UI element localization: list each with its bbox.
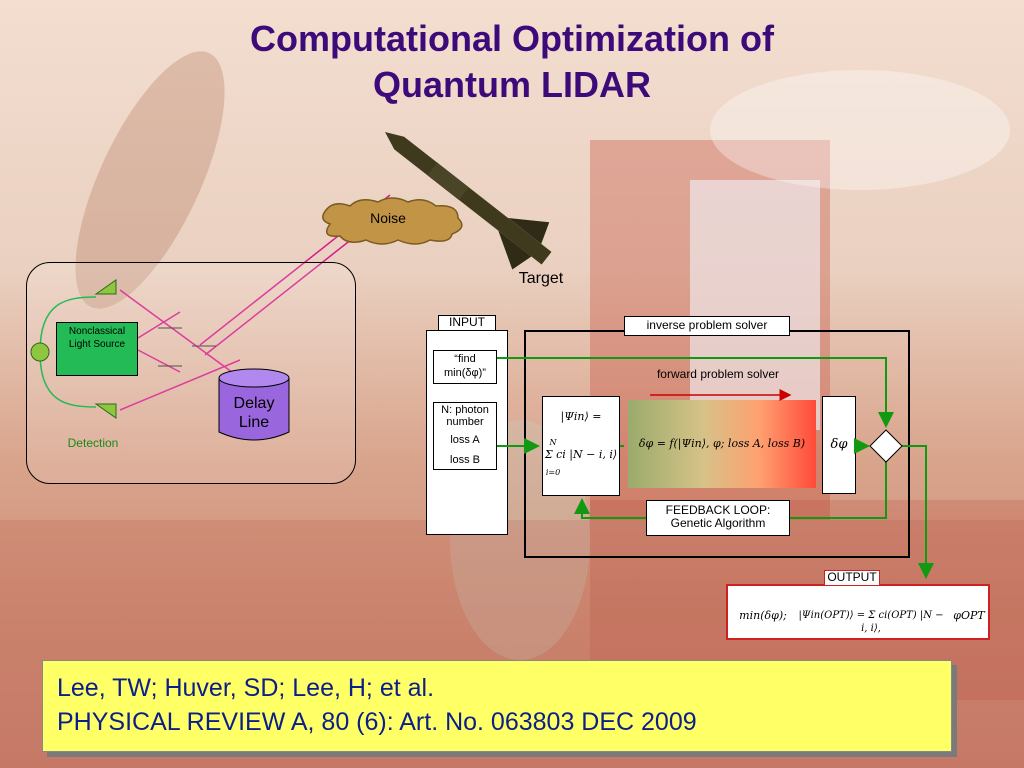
citation-box: Lee, TW; Huver, SD; Lee, H; et al. PHYSI… [42,660,952,752]
mirror-icon [94,279,117,295]
inverse-solver-header [624,316,790,336]
citation-line-2: PHYSICAL REVIEW A, 80 (6): Art. No. 0638… [57,708,697,736]
slide-title-line-1: Computational Optimization of [250,18,774,59]
citation-line-1: Lee, TW; Huver, SD; Lee, H; et al. [57,674,435,702]
output-label: OUTPUT [827,570,877,584]
objective-box [433,350,497,384]
delta-phi-label: δφ [830,437,848,452]
sum-lower-limit: i=0 [545,468,561,477]
slide-title-line-2: Quantum LIDAR [373,64,651,105]
nonclassical-light-source [56,322,138,376]
missile-icon [385,132,552,270]
loss-b-label: loss B [450,454,480,466]
sum-upper-limit: N [549,438,557,447]
delay-line-label: Delay Line [233,395,275,431]
loss-a-label: loss A [450,434,480,446]
decision-diamond-icon [869,429,903,463]
parameters-box [433,402,497,470]
find-label: “find min(δφ)” [444,353,486,379]
delay-line-cylinder-icon [218,368,290,441]
forward-solver-label: forward problem solver [656,367,780,381]
state-equation-line-2: Σ ci |N − i, i⟩ [544,448,618,461]
n-photon-label: N: photon number [441,404,489,428]
feedback-label: FEEDBACK LOOP: Genetic Algorithm [665,503,771,530]
output-header [824,570,880,586]
noise-label: Noise [370,210,406,226]
state-box [542,396,620,496]
inverse-solver-label: inverse problem solver [646,318,768,332]
output-equation-state: |Ψin(OPT)⟩ = Σ ci(OPT) |N − i, i⟩, [798,610,944,634]
forward-solver-gradient [628,400,816,488]
state-equation-line-1: |Ψin⟩ = [560,410,602,423]
output-equation-phi: φOPT [953,609,985,622]
source-label: Nonclassical Light Source [68,326,126,350]
output-equation-min: min(δφ); [739,609,787,622]
forward-equation: δφ = f(|Ψin⟩, φ; loss A, loss B) [638,437,806,450]
input-header [438,315,496,331]
noise-cloud-icon [322,197,463,245]
setup-optics [30,279,117,419]
feedback-box [646,500,790,536]
detection-label: Detection [67,436,119,450]
input-label: INPUT [449,315,485,329]
mirror-icon [94,403,117,419]
target-label: Target [518,270,564,287]
